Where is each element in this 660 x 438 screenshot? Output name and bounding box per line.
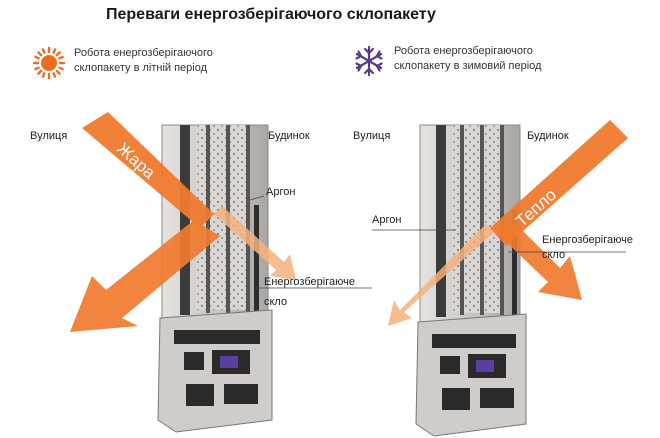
- left-street-label: Вулиця: [30, 130, 68, 142]
- right-argon-label: Аргон: [372, 214, 402, 226]
- legend-winter-line1: Робота енергозберігаючого: [394, 45, 533, 57]
- leader-lines: [249, 195, 626, 289]
- legend-summer-line2: склопакету в літній період: [74, 62, 208, 74]
- legend-winter-line2: склопакету в зимовий період: [394, 60, 542, 72]
- left-building-label: Будинок: [268, 130, 310, 142]
- page-title: Переваги енергозберігаючого склопакету: [106, 6, 436, 23]
- left-argon-label: Аргон: [266, 186, 296, 198]
- right-warmth-arrow: [388, 120, 628, 326]
- left-heat-arrow: [70, 112, 296, 332]
- left-glass-label-1: Енергозберігаюче: [264, 276, 355, 288]
- legend-winter: Робота енергозберігаючого склопакету в з…: [352, 44, 564, 78]
- snowflake-icon: [355, 45, 383, 77]
- sun-icon: [32, 46, 66, 80]
- left-glass-label-2: скло: [264, 296, 288, 308]
- legend-summer-line1: Робота енергозберігаючого: [74, 47, 213, 59]
- left-window-section: [157, 124, 273, 433]
- right-street-label: Вулиця: [353, 130, 391, 142]
- legend-summer-text: Робота енергозберігаючого склопакету в л…: [74, 46, 244, 76]
- right-building-label: Будинок: [527, 130, 569, 142]
- legend-summer: Робота енергозберігаючого склопакету в л…: [32, 46, 244, 80]
- legend-winter-text: Робота енергозберігаючого склопакету в з…: [394, 44, 564, 74]
- right-glass-label-1: Енергозберігаюче: [542, 234, 633, 246]
- right-glass-label-2: скло: [542, 249, 566, 261]
